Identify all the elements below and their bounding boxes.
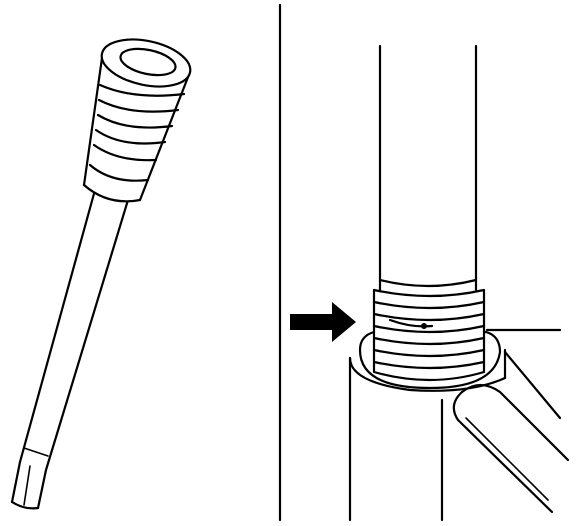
- arrow-right-icon: [290, 302, 356, 342]
- right-panel-assembly: [290, 44, 570, 522]
- threaded-tube: [372, 44, 486, 382]
- tool-tip: [10, 460, 48, 510]
- tool-threaded-head: [82, 38, 192, 203]
- tool-shaft: [18, 188, 130, 472]
- left-panel-tool: [10, 38, 192, 510]
- side-pipe: [452, 383, 570, 514]
